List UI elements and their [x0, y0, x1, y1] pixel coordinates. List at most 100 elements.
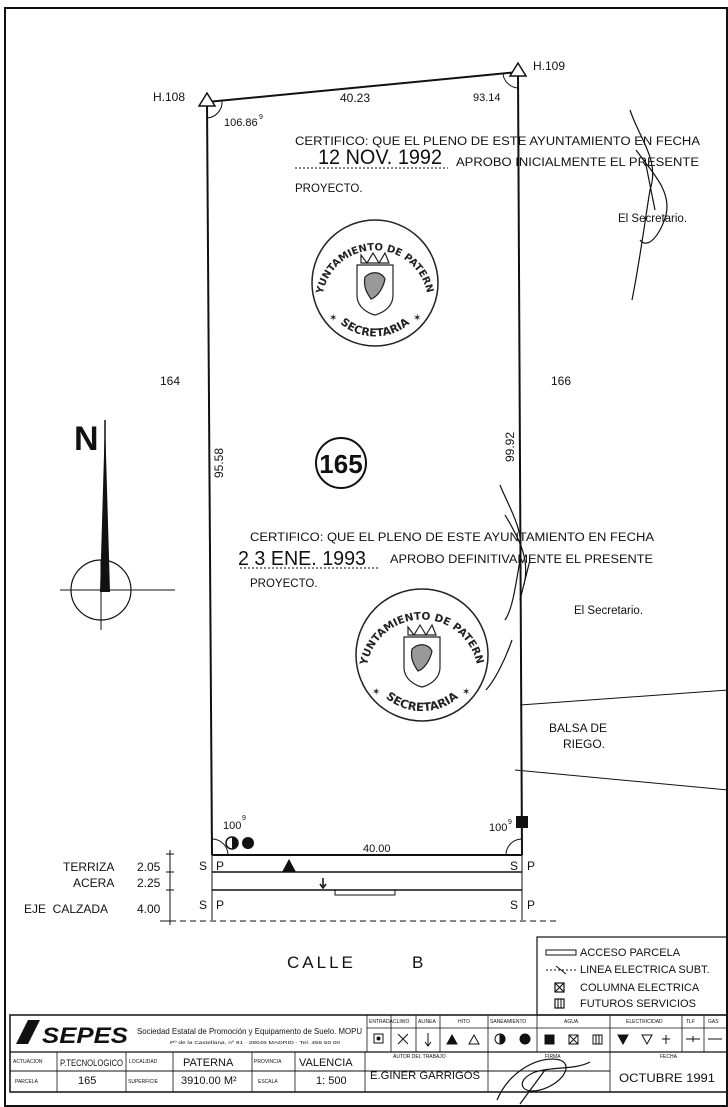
angle-top-left-sup: 9: [259, 114, 263, 121]
neighbor-right: 166: [551, 374, 571, 388]
seal-2-bottom: SECRETARIA: [384, 689, 461, 714]
escala-label: ESCALA: [258, 1079, 278, 1085]
certificate-1-line1: CERTIFICO: QUE EL PLENO DE ESTE AYUNTAMI…: [295, 136, 700, 148]
service-icons: [373, 1033, 722, 1047]
parcela-label: PARCELA: [15, 1079, 39, 1085]
angle-bottom-left-sup: 9: [242, 815, 246, 822]
legend-item-access: ACCESO PARCELA: [580, 947, 681, 959]
pool-label-1: BALSA DE: [549, 721, 607, 735]
superficie-label: SUPERFICIE: [128, 1079, 159, 1085]
parcel-outline: [206, 71, 523, 856]
dimension-left: 95.58: [212, 448, 226, 478]
seal-1-bottom: SECRETARIA: [338, 315, 412, 339]
certificate-1-date: 12 NOV. 1992: [318, 146, 442, 169]
certificate-1: CERTIFICO: QUE EL PLENO DE ESTE AYUNTAMI…: [295, 109, 700, 301]
company-name: Sociedad Estatal de Promoción y Equipame…: [137, 1027, 362, 1036]
svc-entrada: ENTRADA: [369, 1019, 394, 1025]
provincia-label: PROVINCIA: [254, 1059, 282, 1065]
marker-h108-icon: [197, 91, 217, 107]
signature-2: [485, 484, 531, 691]
superficie-value: 3910.00 M²: [181, 1075, 237, 1087]
author-signature: [496, 1058, 591, 1105]
service-symbol-icon: [319, 878, 327, 890]
autor-value: E.GINER GARRIGOS: [370, 1070, 480, 1082]
legend-electric-line-icon: [546, 965, 576, 975]
svc-agua: AGUA: [564, 1019, 579, 1025]
north-label: N: [74, 420, 99, 458]
svc-saneamiento: SANEAMIENTO: [490, 1019, 526, 1025]
angle-bottom-right: 100: [489, 822, 507, 834]
marker-h109: H.109: [533, 59, 565, 73]
coat-of-arms-icon: [356, 251, 394, 316]
section-acera-value: 2.25: [137, 876, 161, 890]
marker-h108: H.108: [153, 90, 185, 104]
dimension-right: 99.92: [503, 432, 517, 462]
actuacion-label: ACTUACION: [13, 1059, 43, 1065]
certificate-2-secretary: El Secretario.: [574, 605, 643, 617]
svg-text:✶: ✶: [372, 687, 380, 698]
section-eje-value: 4.00: [137, 902, 161, 916]
sp-left-1b: P: [216, 859, 224, 873]
escala-value: 1: 500: [316, 1075, 347, 1087]
parcel-number-circle: [315, 437, 367, 489]
certificate-1-line2: APROBO INICIALMENTE EL PRESENTE: [456, 157, 699, 169]
dimension-bottom: 40.00: [363, 843, 391, 855]
localidad-label: LOCALIDAD: [129, 1059, 158, 1065]
certificate-2-line1: CERTIFICO: QUE EL PLENO DE ESTE AYUNTAMI…: [250, 532, 654, 544]
certificate-1-line3: PROYECTO.: [295, 183, 363, 195]
section-terriza-value: 2.05: [137, 860, 161, 874]
legend-item-electric-column: COLUMNA ELECTRICA: [580, 982, 700, 994]
svg-text:SEPES: SEPES: [42, 1023, 128, 1048]
actuacion-value: P.TECNOLOGICO: [60, 1058, 123, 1069]
fecha-label: FECHA: [660, 1054, 678, 1060]
pool-label-2: RIEGO.: [563, 737, 605, 751]
signature-1: [629, 109, 668, 301]
certificate-2-line2: APROBO DEFINITIVAMENTE EL PRESENTE: [390, 554, 653, 566]
svc-electricidad: ELECTRICIDAD: [626, 1019, 663, 1025]
svg-text:SECRETARIA: SECRETARIA: [338, 315, 412, 339]
title-block: SEPES Sociedad Estatal de Promoción y Eq…: [9, 1014, 728, 1105]
sp-right-1: S: [510, 859, 518, 873]
certificate-2-date: 2 3 ENE. 1993: [238, 548, 366, 570]
legend-item-future-services: FUTUROS SERVICIOS: [580, 998, 696, 1010]
parcela-value: 165: [78, 1075, 96, 1087]
firma-label: FIRMA: [545, 1054, 561, 1060]
street-name: CALLE: [287, 953, 356, 972]
svc-cliwo: CLIWO: [393, 1019, 410, 1025]
section-eje-label: EJE CALZADA: [24, 902, 108, 916]
street-section: [160, 850, 560, 925]
svc-hito: HITO: [458, 1019, 470, 1025]
sheet-border: [4, 7, 728, 1107]
parcel-number: 165: [319, 449, 362, 479]
angle-top-left: 106.86: [224, 117, 258, 129]
svg-text:✶: ✶: [413, 313, 421, 324]
north-arrow-icon: N: [60, 420, 175, 630]
legend-future-services-icon: [554, 998, 565, 1009]
neighbor-left: 164: [160, 374, 180, 388]
seal-1: AYUNTAMIENTO DE PATERNA SECRETARIA ✶ ✶: [311, 219, 439, 347]
services-grid: [366, 1015, 727, 1092]
svg-text:✶: ✶: [329, 313, 337, 324]
section-terriza-label: TERRIZA: [63, 860, 114, 874]
angle-top-right: 93.14: [473, 92, 501, 104]
svc-tlf: TLF: [686, 1019, 695, 1025]
autor-label: AUTOR DEL TRABAJO: [393, 1054, 446, 1060]
provincia-value: VALENCIA: [299, 1057, 353, 1069]
street-letter: B: [412, 953, 423, 972]
legend-electric-column-icon: [554, 982, 565, 993]
marker-h109-icon: [508, 61, 528, 77]
sp-left-2b: P: [216, 898, 224, 912]
certificate-1-secretary: El Secretario.: [618, 213, 687, 225]
certificate-2-line3: PROYECTO.: [250, 578, 318, 590]
sepes-logo: SEPES: [16, 1020, 128, 1048]
svg-text:SECRETARIA: SECRETARIA: [384, 689, 461, 714]
legend-access-icon: [545, 949, 577, 956]
localidad-value: PATERNA: [183, 1057, 234, 1069]
angle-bottom-right-sup: 9: [508, 819, 512, 826]
corner-angle-arcs: [206, 73, 522, 856]
sp-left-2: S: [199, 898, 207, 912]
coat-of-arms-icon: [403, 623, 441, 688]
company-address: Pº de la Castellana, nº 91 · 28046 MADRI…: [170, 1040, 341, 1045]
sp-left-1: S: [199, 859, 207, 873]
